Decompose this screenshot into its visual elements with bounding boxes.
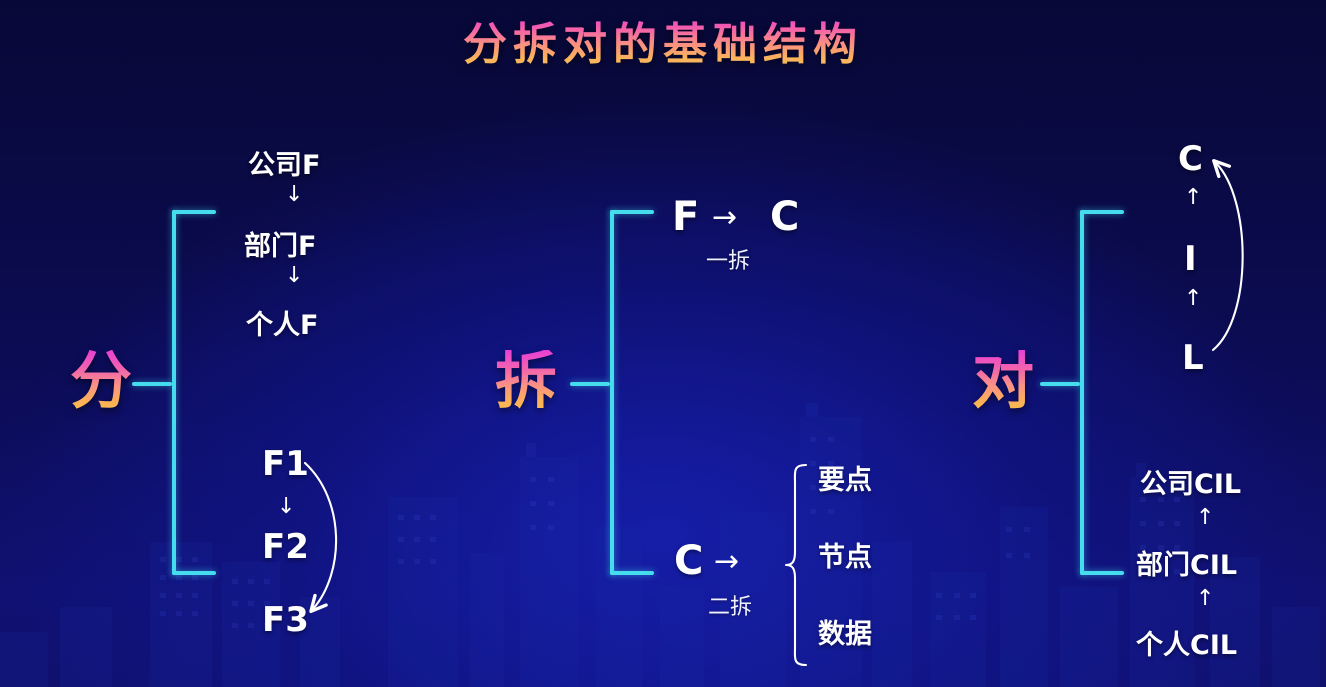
bracket-chai xyxy=(570,210,658,575)
node-fen-individual: 个人F xyxy=(246,310,319,341)
node-f2: F2 xyxy=(262,527,309,567)
bracket-arm-bottom xyxy=(1080,571,1124,575)
node-dui-individual-cil: 个人CIL xyxy=(1136,630,1238,661)
arrow-right-c-to-items: → xyxy=(714,544,740,579)
node-chai-source-f: F xyxy=(672,194,700,240)
curved-arrow-l-to-c xyxy=(1211,159,1244,352)
arrow-up-i-to-c: ↑ xyxy=(1184,185,1203,210)
arrow-right-f-to-c: → xyxy=(712,200,738,235)
bracket-connector xyxy=(132,382,172,386)
node-fen-department: 部门F xyxy=(244,231,317,262)
bracket-stem-vertical xyxy=(1080,210,1084,575)
section-label-dui: 对 xyxy=(972,344,1035,417)
caption-second-split: 二拆 xyxy=(708,595,753,620)
bracket-arm-bottom xyxy=(610,571,654,575)
bracket-arm-top xyxy=(1080,210,1124,214)
bracket-connector xyxy=(570,382,610,386)
bracket-arm-bottom xyxy=(172,571,216,575)
bracket-arm-top xyxy=(610,210,654,214)
node-f1: F1 xyxy=(262,444,309,484)
arrow-down-f1-f2: ↓ xyxy=(277,494,296,519)
node-chai-source-c: C xyxy=(674,538,704,584)
node-dui-company-cil: 公司CIL xyxy=(1140,469,1242,500)
arrow-up-l-to-i: ↑ xyxy=(1184,286,1203,311)
caption-first-split: 一拆 xyxy=(706,249,751,274)
arrow-up-dept-to-company: ↑ xyxy=(1196,505,1215,530)
node-dui-l: L xyxy=(1182,338,1204,378)
node-chai-target-c: C xyxy=(770,194,800,240)
arrow-down-fen-2: ↓ xyxy=(285,263,304,288)
bracket-fen xyxy=(132,210,220,575)
bracket-stem-vertical xyxy=(610,210,614,575)
section-label-fen: 分 xyxy=(70,344,133,417)
page-title: 分拆对的基础结构 xyxy=(0,8,1326,72)
bracket-connector xyxy=(1040,382,1080,386)
node-item-data: 数据 xyxy=(818,619,872,650)
node-item-key-point: 要点 xyxy=(818,465,872,496)
bracket-arm-top xyxy=(172,210,216,214)
node-dui-c: C xyxy=(1178,139,1203,179)
node-fen-company: 公司F xyxy=(248,150,321,181)
bracket-stem-vertical xyxy=(172,210,176,575)
curved-arrow-f1-to-f3 xyxy=(303,461,338,614)
node-f3: F3 xyxy=(262,600,309,640)
bracket-dui xyxy=(1040,210,1128,575)
arrow-up-individual-to-dept: ↑ xyxy=(1196,586,1215,611)
brace-second-split xyxy=(784,463,808,667)
section-label-chai: 拆 xyxy=(495,344,558,417)
node-dui-i: I xyxy=(1184,239,1197,279)
node-dui-department-cil: 部门CIL xyxy=(1136,550,1238,581)
node-item-node: 节点 xyxy=(818,542,872,573)
arrow-down-fen-1: ↓ xyxy=(285,182,304,207)
